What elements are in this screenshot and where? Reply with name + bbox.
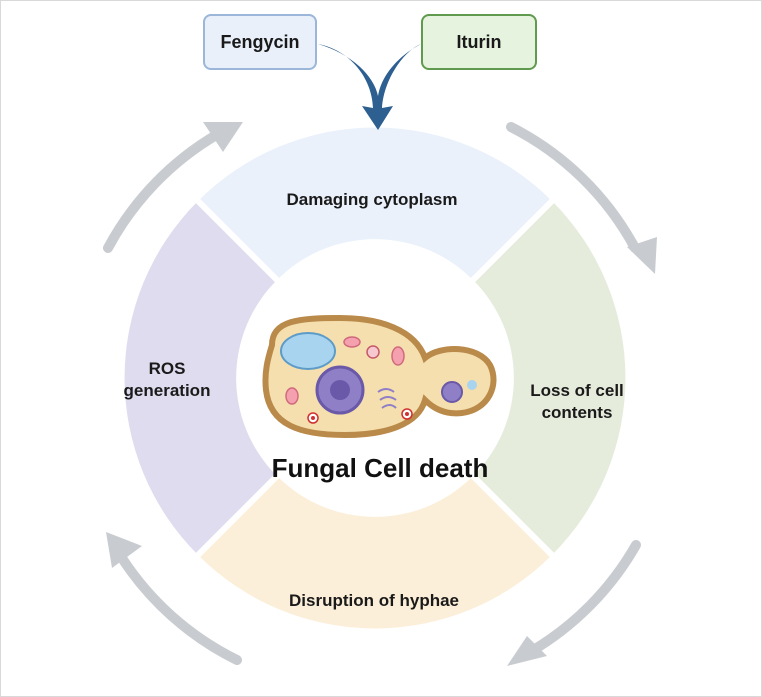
segment-label-bottom: Disruption of hyphae <box>289 591 459 610</box>
segment-left <box>124 201 277 555</box>
iturin-label: Iturin <box>456 31 502 52</box>
budding-yeast-cell-icon <box>262 314 497 439</box>
fengycin-box: Fengycin <box>203 14 317 70</box>
segment-right <box>473 201 626 555</box>
segment-label-right-line1: Loss of cell <box>530 381 624 400</box>
segment-top <box>198 127 552 281</box>
arrowhead-top-left <box>203 122 243 152</box>
arrowhead-bottom-right <box>507 636 547 666</box>
cycle-arrow-top-right <box>506 122 640 253</box>
segment-label-left-line1: ROS <box>149 359 186 378</box>
center-label: Fungal Cell death <box>272 453 489 483</box>
segment-label-left-line2: generation <box>124 381 211 400</box>
fengycin-label: Fengycin <box>220 31 300 52</box>
input-merge-arrow <box>318 44 421 130</box>
segment-bottom <box>198 476 552 629</box>
segment-dividers <box>192 195 558 561</box>
iturin-box: Iturin <box>421 14 537 70</box>
arrowhead-top-right <box>627 237 657 274</box>
segment-label-right-line2: contents <box>542 403 613 422</box>
segment-label-top: Damaging cytoplasm <box>287 190 458 209</box>
cycle-arrow-bottom-right <box>525 540 641 657</box>
cycle-arrow-top-left <box>103 129 223 253</box>
arrowhead-bottom-left <box>106 532 142 568</box>
cycle-arrow-bottom-left <box>115 550 242 665</box>
